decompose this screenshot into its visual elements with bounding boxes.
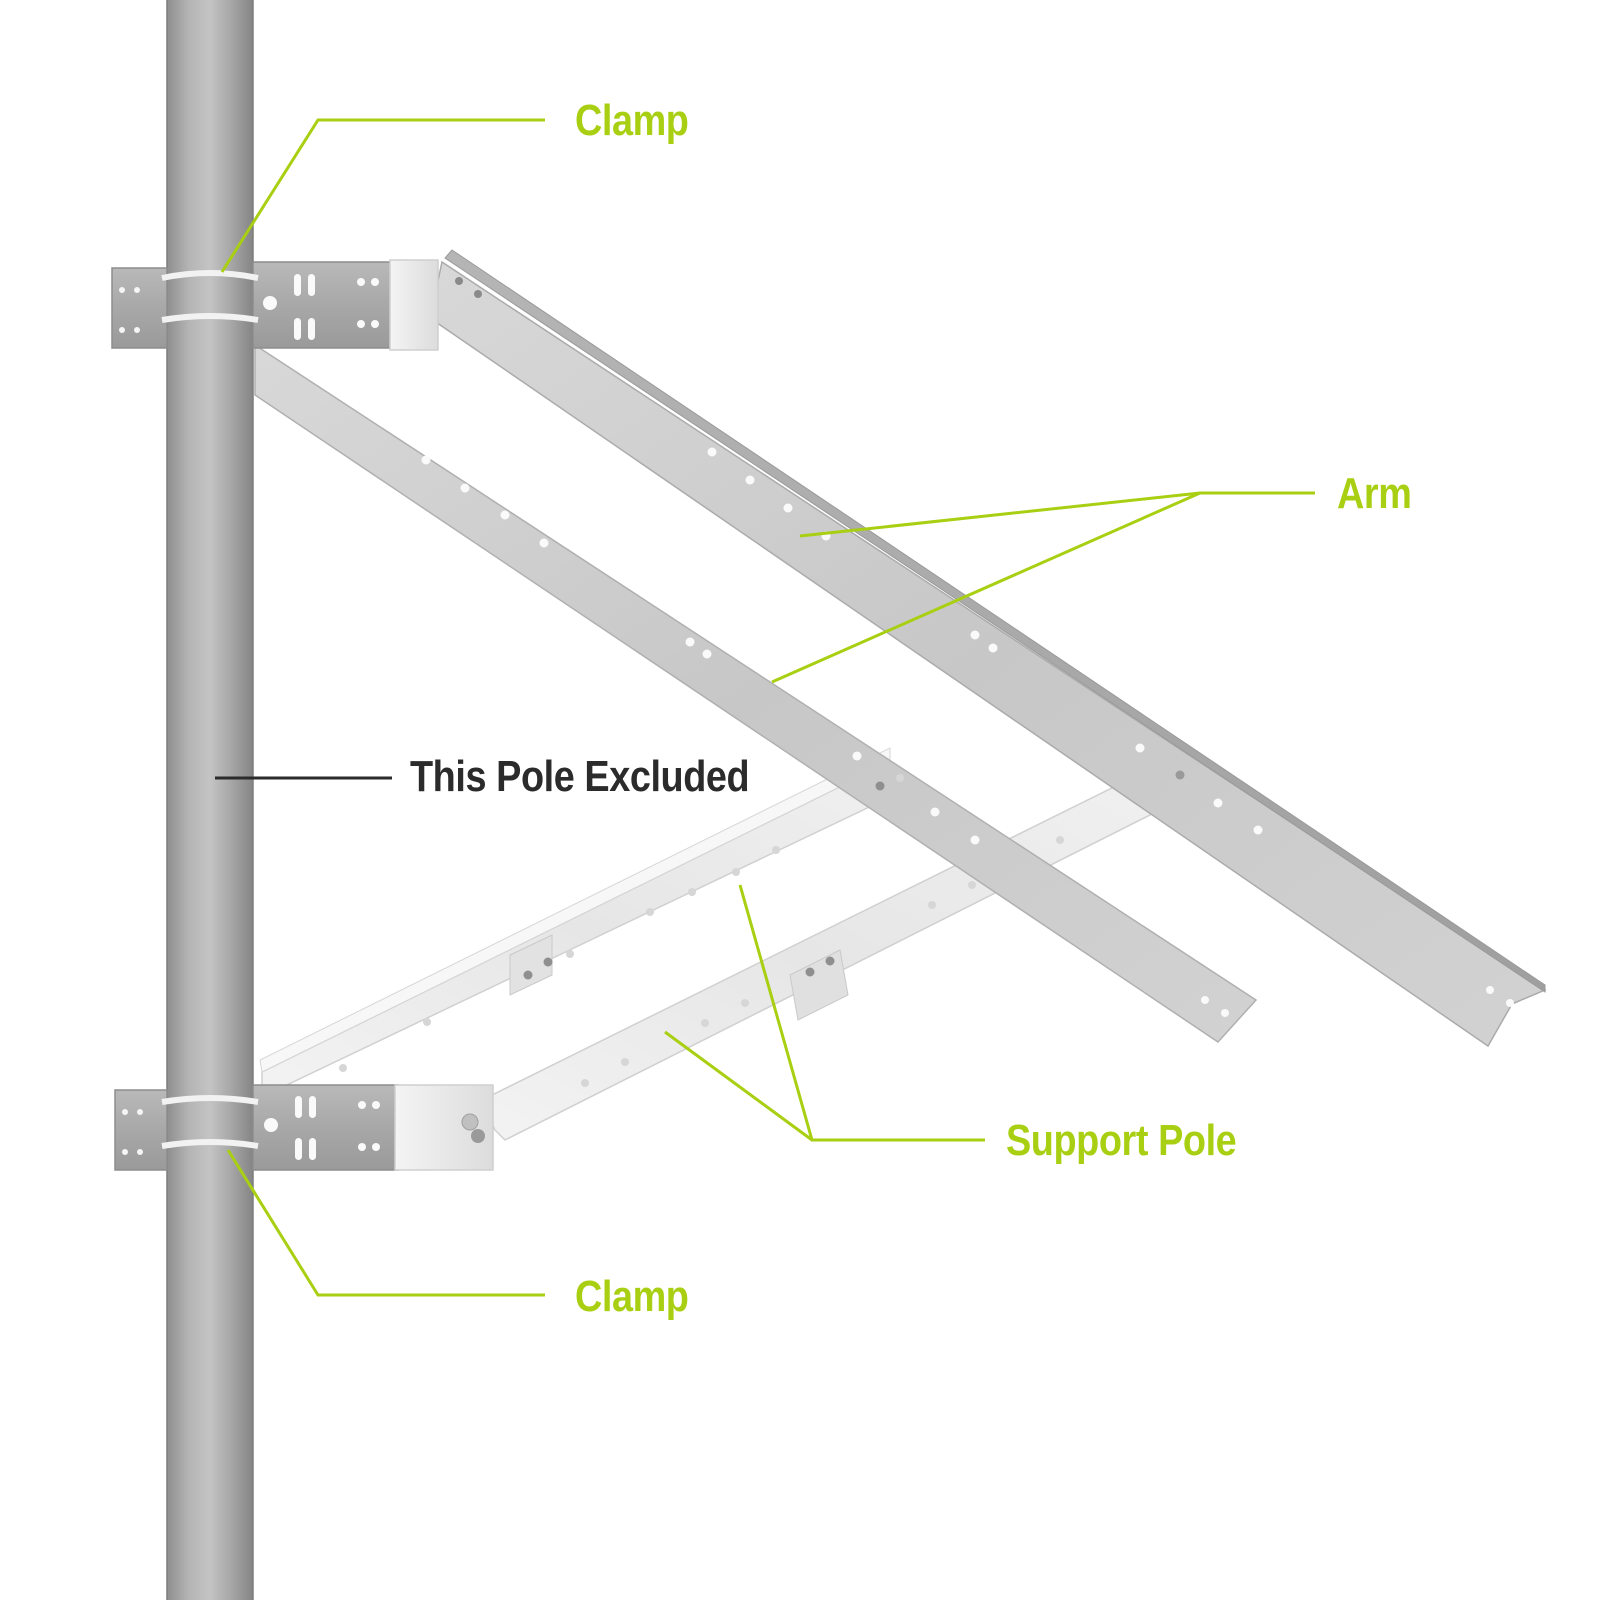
bolt-hole	[1221, 1009, 1229, 1017]
bottom-clamp-assembly	[114, 1084, 494, 1171]
bolt-hole	[896, 774, 904, 782]
clamp-top-label: Clamp	[575, 96, 689, 145]
bolt-hole	[805, 967, 815, 977]
bolt-hole	[825, 956, 835, 966]
top-clamp-assembly	[111, 259, 439, 351]
bolt-hole	[1201, 996, 1209, 1004]
leader-support-rear	[664, 1030, 813, 1142]
bolt-hole	[455, 277, 463, 285]
bolt-hole	[539, 538, 549, 548]
bolt-hole	[928, 901, 936, 909]
bolt-hole	[1253, 825, 1263, 835]
leader-arm-lower	[771, 491, 1201, 684]
bolt-hole	[1486, 986, 1494, 994]
bolt-hole	[543, 957, 553, 967]
bolt-hole	[339, 1064, 347, 1072]
bolt-hole	[970, 630, 980, 640]
bolt-hole	[423, 1018, 431, 1026]
leader-clamp-bottom	[226, 1149, 545, 1297]
support-pole-label: Support Pole	[1006, 1116, 1237, 1165]
bolt-hole	[1213, 798, 1223, 808]
bolt-hole	[970, 835, 980, 845]
bolt-hole	[732, 868, 740, 876]
bolt-hole	[707, 447, 717, 457]
bolt-holes	[339, 277, 1514, 1087]
bolt-hole	[783, 503, 793, 513]
bolt-hole	[685, 637, 695, 647]
bolt-hole	[875, 781, 885, 791]
bolt-hole	[745, 475, 755, 485]
bolt-hole	[688, 888, 696, 896]
bolt-hole	[421, 455, 431, 465]
leader-clamp-top	[220, 118, 545, 273]
leader-arm-upper	[799, 491, 1315, 538]
bolt-hole	[852, 751, 862, 761]
bolt-hole	[523, 970, 533, 980]
bolt-hole	[1506, 999, 1514, 1007]
bolt-hole	[702, 649, 712, 659]
bolt-hole	[1135, 743, 1145, 753]
support-pole-front	[259, 747, 906, 1093]
bolt-hole	[1056, 836, 1064, 844]
bolt-hole	[930, 807, 940, 817]
bolt-hole	[701, 1019, 709, 1027]
bolt-hole	[772, 846, 780, 854]
bolt-hole	[460, 483, 470, 493]
bolt-hole	[566, 950, 574, 958]
bolt-hole	[646, 908, 654, 916]
leader-lines	[215, 118, 1315, 1297]
arm-label: Arm	[1337, 469, 1412, 518]
bolt-hole	[581, 1079, 589, 1087]
bolt-hole	[621, 1058, 629, 1066]
bolt-hole	[500, 510, 510, 520]
bolt-hole	[1175, 770, 1185, 780]
bolt-hole	[968, 881, 976, 889]
clamp-bottom-label: Clamp	[575, 1272, 689, 1321]
pole-excluded-label: This Pole Excluded	[410, 752, 750, 801]
bolt-hole	[474, 290, 482, 298]
support-pole-rear	[481, 782, 1151, 1141]
bolt-hole	[988, 643, 998, 653]
vertical-pole	[166, 0, 254, 1600]
bolt-hole	[741, 999, 749, 1007]
